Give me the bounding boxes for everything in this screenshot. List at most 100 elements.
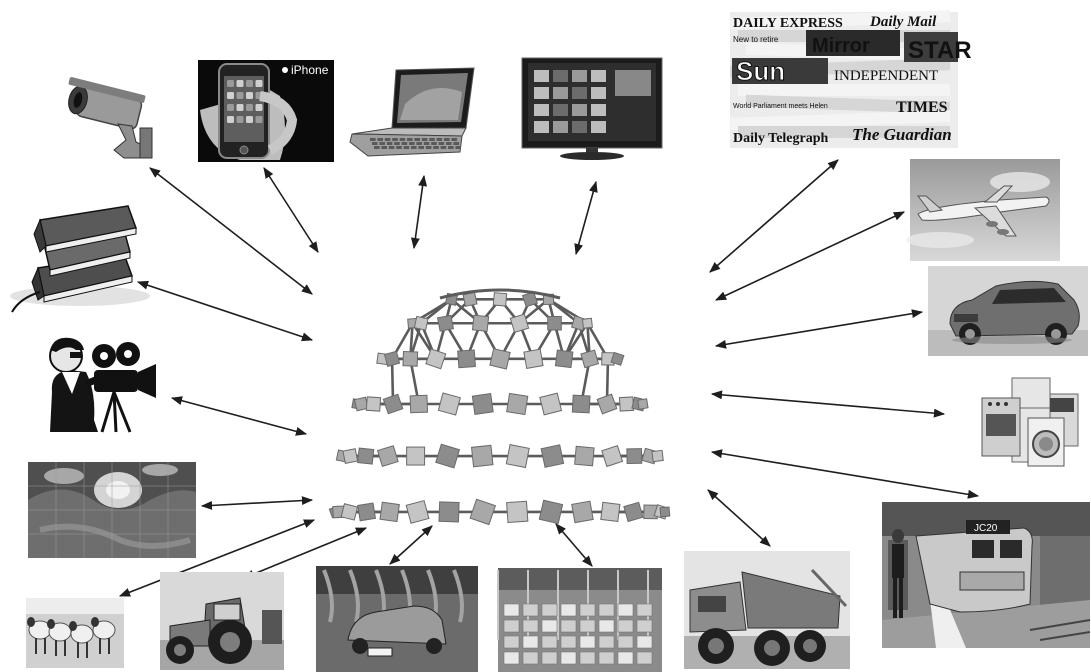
warehouse-pallet xyxy=(636,603,653,617)
tv-menu-tile xyxy=(553,87,568,99)
warehouse-pallet xyxy=(522,651,539,665)
warehouse-icon xyxy=(497,568,662,672)
keyboard-key xyxy=(416,142,422,145)
sheep-icon xyxy=(26,598,124,668)
globe-tile xyxy=(365,396,382,412)
double-headed-arrow xyxy=(710,449,980,499)
globe-tile xyxy=(554,349,574,369)
globe-network-icon xyxy=(328,288,671,526)
tv-menu-tile xyxy=(553,104,568,116)
keyboard-key xyxy=(411,146,417,149)
newspaper-page xyxy=(745,94,950,114)
double-headed-arrow xyxy=(714,211,906,301)
globe-tile xyxy=(506,392,529,416)
double-headed-arrow xyxy=(149,167,313,295)
warehouse-pallet xyxy=(541,603,558,617)
connection-arrows xyxy=(118,159,980,597)
masthead-the-guardian: The Guardian xyxy=(852,125,952,144)
keyboard-key xyxy=(414,138,420,141)
app-icon xyxy=(255,104,263,111)
train-number: JC20 xyxy=(974,523,998,534)
globe-tile xyxy=(623,501,644,523)
warehouse-pallet xyxy=(560,603,577,617)
warehouse-pallet xyxy=(636,619,653,633)
warehouse-pallet xyxy=(636,635,653,649)
masthead-daily-mail: Daily Mail xyxy=(869,14,937,30)
warehouse-pallet xyxy=(617,603,634,617)
warehouse-pallet xyxy=(617,619,634,633)
globe-tile xyxy=(406,446,426,466)
double-headed-arrow xyxy=(709,159,839,273)
keyboard-key xyxy=(448,146,454,149)
satellite-weather-map-icon xyxy=(28,462,196,558)
globe-tile xyxy=(457,349,476,369)
household-appliances-icon xyxy=(981,377,1079,467)
keyboard-key xyxy=(409,142,415,145)
globe-tile xyxy=(469,498,497,526)
globe-tile xyxy=(651,449,664,463)
double-headed-arrow xyxy=(707,489,771,547)
newspapers-icon: DAILY EXPRESS Daily Mail Mirror STAR Sun… xyxy=(730,10,972,148)
globe-tile xyxy=(340,503,359,521)
tv-menu-tile xyxy=(553,70,568,82)
globe-tile xyxy=(489,348,511,370)
keyboard-key xyxy=(370,138,376,141)
keyboard-key xyxy=(433,146,439,149)
app-icon xyxy=(255,116,263,123)
warehouse-pallet xyxy=(617,651,634,665)
globe-tile xyxy=(506,500,529,524)
globe-tile xyxy=(574,445,595,467)
tv-menu-tile xyxy=(591,87,606,99)
keyboard-key xyxy=(425,146,432,149)
globe-tile xyxy=(509,313,530,334)
assembly-line-robot-arm xyxy=(322,569,334,623)
globe-tile xyxy=(435,443,461,469)
warehouse-pallet xyxy=(598,619,615,633)
globe-tile xyxy=(471,314,490,332)
double-headed-arrow xyxy=(710,390,946,418)
dump-truck-icon xyxy=(684,551,850,669)
globe-tile xyxy=(492,292,508,307)
double-headed-arrow xyxy=(574,180,598,256)
globe-tile xyxy=(470,444,494,468)
keyboard-key xyxy=(438,142,445,145)
globe-tile xyxy=(357,502,377,522)
globe-tile xyxy=(626,448,643,465)
double-headed-arrow xyxy=(714,309,924,349)
keyboard-key xyxy=(444,138,450,141)
newspaper-page xyxy=(730,10,951,30)
keyboard-key xyxy=(384,138,391,141)
tv-menu-tile xyxy=(572,87,587,99)
globe-tile xyxy=(618,396,635,412)
app-icon xyxy=(236,116,244,123)
globe-tile xyxy=(357,447,375,465)
keyboard-key xyxy=(423,142,430,145)
globe-tile xyxy=(342,448,359,464)
keyboard-key xyxy=(379,142,385,145)
keyboard-key xyxy=(374,146,380,149)
app-icon xyxy=(246,92,253,99)
keyboard-key xyxy=(388,146,395,149)
globe-tile xyxy=(438,501,460,523)
double-headed-arrow xyxy=(555,523,593,567)
keyboard-key xyxy=(377,138,383,141)
globe-tile xyxy=(580,349,600,369)
globe-tile xyxy=(637,398,649,410)
tv-menu-tile xyxy=(572,121,587,133)
keyboard-key xyxy=(431,142,437,145)
tv-menu-tile xyxy=(534,104,549,116)
keyboard-key xyxy=(399,138,406,141)
laptop-icon xyxy=(349,67,475,157)
globe-tile xyxy=(538,499,564,525)
keyboard-key xyxy=(396,146,402,149)
warehouse-pallet xyxy=(579,651,596,665)
tv-menu-tile xyxy=(591,121,606,133)
keyboard-key xyxy=(407,138,413,141)
warehouse-pallet xyxy=(560,651,577,665)
globe-tile xyxy=(425,348,447,370)
globe-tile xyxy=(409,394,429,414)
iphone-label: iPhone xyxy=(291,63,329,77)
globe-tile xyxy=(659,506,671,518)
globe-tile xyxy=(600,501,621,523)
app-icon xyxy=(246,104,253,111)
